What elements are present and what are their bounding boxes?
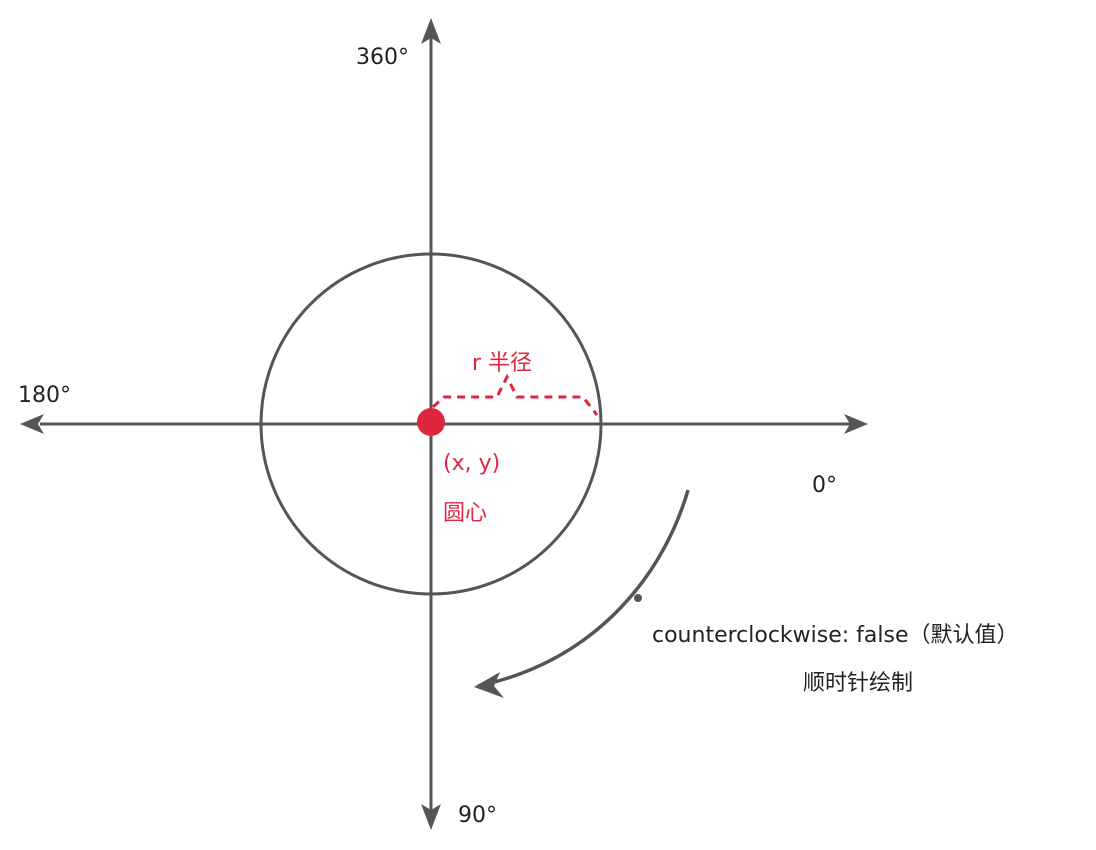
- down-arrow-icon: [421, 804, 441, 830]
- radius-label: r 半径: [472, 351, 532, 376]
- axis-label-right: 0°: [812, 473, 837, 498]
- direction-note-line2: 顺时针绘制: [803, 671, 913, 696]
- clockwise-arrowhead-icon: [474, 672, 504, 698]
- center-dot: [417, 408, 445, 436]
- circle-outline: [259, 252, 603, 596]
- right-arrow-icon: [844, 414, 868, 434]
- radius-brace: [431, 373, 599, 416]
- center-name-label: 圆心: [443, 501, 487, 526]
- axis-label-top: 360°: [356, 45, 409, 70]
- center-coord-label: (x, y): [443, 451, 500, 476]
- left-arrow-icon: [20, 414, 44, 434]
- arc-midpoint-dot: [634, 594, 642, 602]
- axis-label-left: 180°: [18, 383, 71, 408]
- direction-note-line1: counterclockwise: false（默认值）: [652, 623, 1019, 648]
- axis-label-bottom: 90°: [458, 803, 497, 828]
- clockwise-arrow: [477, 489, 690, 688]
- up-arrow-icon: [421, 18, 441, 44]
- horizontal-axis: [20, 414, 868, 434]
